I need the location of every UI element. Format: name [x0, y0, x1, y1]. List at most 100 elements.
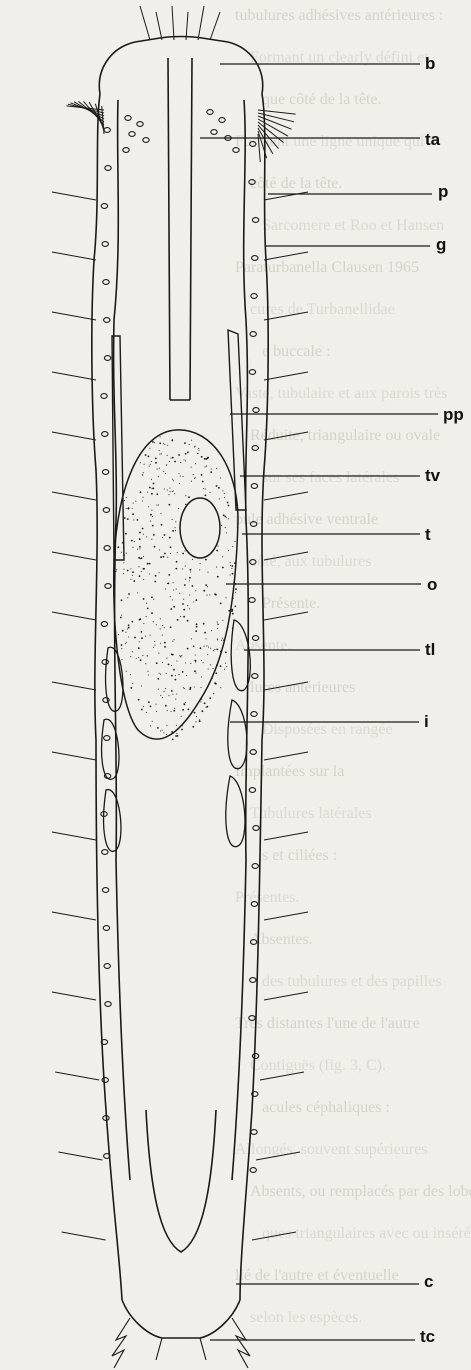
stipple-dot	[151, 488, 152, 489]
stipple-dot	[218, 487, 220, 489]
cilium	[172, 6, 174, 40]
lateral-tubule-left	[52, 912, 96, 920]
papilla	[252, 1054, 258, 1059]
stipple-dot	[205, 495, 207, 497]
lateral-tubule-left	[52, 612, 96, 620]
stipple-dot	[200, 563, 201, 564]
stipple-dot	[170, 553, 171, 554]
papilla	[123, 148, 129, 153]
stipple-dot	[117, 546, 119, 548]
stipple-dot	[125, 533, 127, 535]
stipple-dot	[160, 556, 162, 558]
stipple-dot	[207, 586, 208, 587]
stipple-dot	[151, 493, 153, 495]
stipple-dot	[154, 645, 155, 646]
lateral-tubule-right	[264, 432, 308, 440]
stipple-dot	[166, 658, 167, 659]
stipple-dot	[159, 468, 160, 469]
stipple-dot	[148, 701, 150, 703]
stipple-dot	[163, 556, 165, 558]
papilla	[249, 788, 255, 793]
stipple-dot	[195, 661, 196, 662]
stipple-dot	[170, 458, 171, 459]
stipple-dot	[163, 732, 164, 733]
testis-outline	[114, 430, 238, 740]
stipple-dot	[167, 489, 168, 490]
stipple-dot	[187, 620, 189, 622]
stipple-dot	[228, 610, 230, 612]
stipple-dot	[146, 616, 147, 617]
stipple-dot	[143, 579, 144, 580]
stipple-dot	[217, 628, 218, 629]
stipple-dot	[192, 585, 194, 587]
stipple-dot	[173, 669, 175, 671]
stipple-dot	[228, 550, 229, 551]
stipple-dot	[174, 708, 175, 709]
lateral-tubule-right	[264, 312, 308, 320]
stipple-dot	[199, 720, 201, 722]
stipple-dot	[196, 626, 198, 628]
stipple-dot	[181, 716, 182, 717]
stipple-dot	[123, 569, 124, 570]
stipple-dot	[154, 581, 156, 583]
stipple-dot	[234, 541, 235, 542]
stipple-dot	[172, 491, 173, 492]
label-c: c	[424, 1273, 433, 1290]
stipple-dot	[181, 655, 182, 656]
stipple-dot	[196, 716, 197, 717]
stipple-dot	[166, 725, 167, 726]
stipple-dot	[183, 459, 184, 460]
stipple-dot	[172, 694, 173, 695]
stipple-dot	[216, 550, 218, 552]
lateral-tubule-right	[264, 492, 308, 500]
stipple-dot	[165, 688, 166, 689]
stipple-dot	[156, 505, 157, 506]
stipple-dot	[191, 481, 192, 482]
stipple-dot	[141, 709, 143, 711]
stipple-dot	[167, 710, 168, 711]
cilium	[210, 12, 220, 40]
stipple-dot	[151, 479, 152, 480]
stipple-dot	[210, 648, 211, 649]
stipple-dot	[132, 571, 134, 573]
stipple-dot	[191, 467, 192, 468]
stipple-dot	[125, 632, 126, 633]
stipple-dot	[171, 711, 172, 712]
stipple-dot	[180, 462, 181, 463]
stipple-dot	[165, 705, 167, 707]
stipple-dot	[189, 577, 191, 579]
stipple-dot	[216, 468, 217, 469]
papilla	[219, 118, 225, 123]
stipple-dot	[174, 461, 176, 463]
stipple-dot	[138, 647, 140, 649]
papilla	[253, 826, 259, 831]
stipple-dot	[220, 603, 222, 605]
stipple-dot	[150, 706, 152, 708]
stipple-dot	[142, 474, 143, 475]
lateral-tubule-left	[52, 432, 96, 440]
papilla	[102, 888, 108, 893]
papilla	[104, 736, 110, 741]
stipple-dot	[116, 569, 117, 570]
stipple-dot	[164, 444, 165, 445]
stipple-dot	[173, 480, 174, 481]
stipple-dot	[193, 474, 194, 475]
stipple-dot	[221, 525, 222, 526]
label-b: b	[425, 55, 435, 72]
lateral-tubule-right	[264, 912, 308, 920]
stipple-dot	[184, 703, 185, 704]
stipple-dot	[127, 518, 129, 520]
stipple-dot	[133, 580, 135, 582]
stipple-dot	[222, 620, 223, 621]
stipple-dot	[205, 488, 206, 489]
stipple-dot	[183, 609, 185, 611]
inner-wall-right	[232, 100, 248, 1180]
stipple-dot	[125, 643, 126, 644]
stipple-dot	[147, 655, 148, 656]
papilla	[104, 318, 110, 323]
stipple-dot	[152, 487, 154, 489]
stipple-dot	[220, 477, 221, 478]
stipple-dot	[172, 599, 173, 600]
stipple-dot	[190, 569, 192, 571]
stipple-dot	[160, 436, 161, 437]
